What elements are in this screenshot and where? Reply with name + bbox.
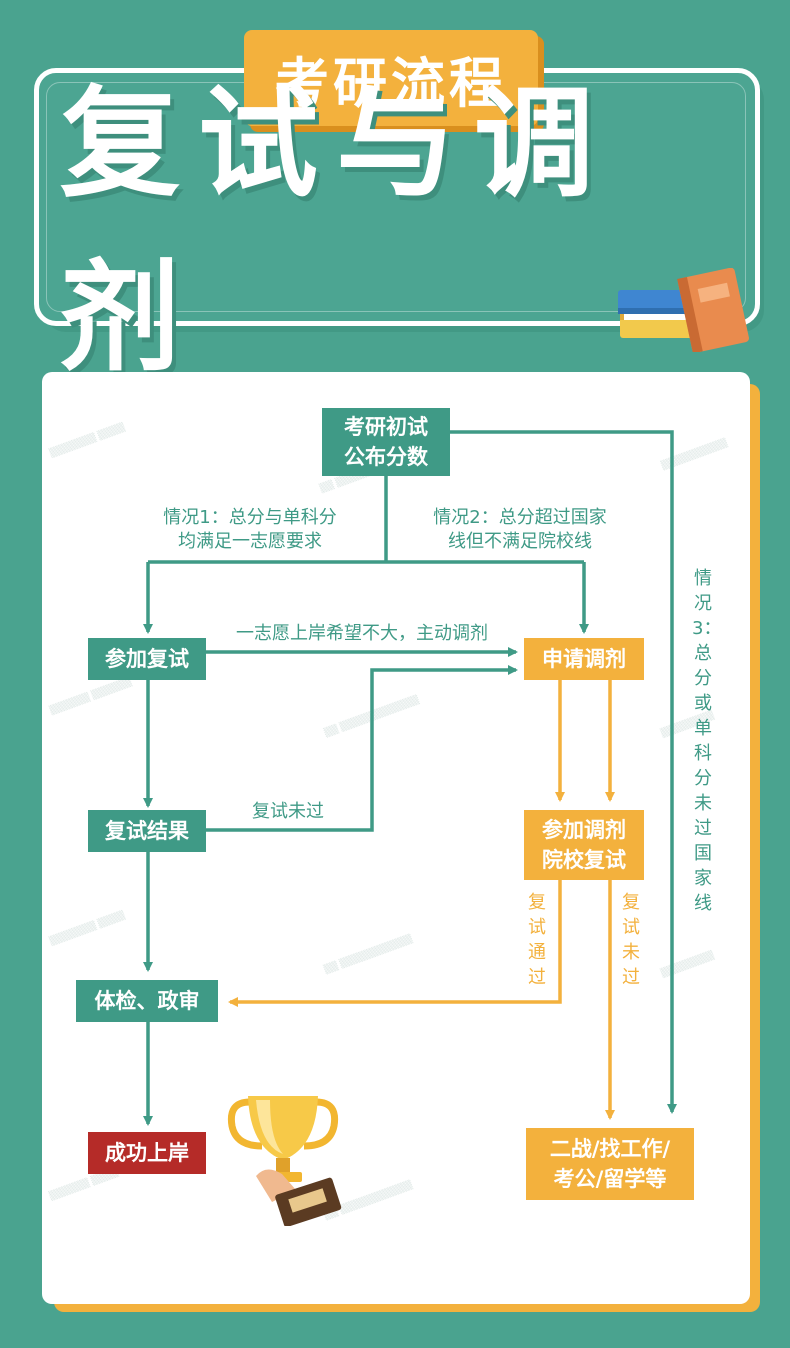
label-case-1: 情况1：总分与单科分 均满足一志愿要求 — [140, 506, 360, 554]
node-retest-result-label: 复试结果 — [105, 819, 189, 843]
label-active-adjust: 一志愿上岸希望不大，主动调剂 — [212, 622, 512, 646]
node-attend-retest: 参加复试 — [88, 638, 206, 680]
label-active-adjust-text: 一志愿上岸希望不大，主动调剂 — [236, 623, 488, 644]
node-fallback: 二战/找工作/ 考公/留学等 — [526, 1128, 694, 1200]
node-fallback-line1: 二战/找工作/ — [549, 1137, 671, 1161]
node-retest-result: 复试结果 — [88, 810, 206, 852]
label-case-1-line2: 均满足一志愿要求 — [178, 531, 322, 552]
node-adjust-retest-line2: 院校复试 — [542, 848, 626, 872]
label-retest-failed-text: 复试未过 — [252, 801, 324, 822]
label-retest-failed: 复试未过 — [236, 800, 340, 824]
label-case-3: 情况3：总分或单科分未过国家线 — [692, 568, 722, 914]
node-success: 成功上岸 — [88, 1132, 206, 1174]
node-apply-adjustment: 申请调剂 — [524, 638, 644, 680]
node-exam-scores: 考研初试 公布分数 — [322, 408, 450, 476]
label-case-2-line1: 情况2：总分超过国家 — [433, 507, 607, 528]
books-icon — [618, 268, 749, 352]
node-attend-retest-label: 参加复试 — [105, 647, 189, 671]
label-case-1-line1: 情况1：总分与单科分 — [163, 507, 337, 528]
label-adjust-passed: 复试通过 — [528, 892, 546, 988]
node-check-label: 体检、政审 — [94, 989, 200, 1013]
node-physical-political-check: 体检、政审 — [76, 980, 218, 1022]
node-success-label: 成功上岸 — [105, 1141, 189, 1165]
label-adjust-failed: 复试未过 — [622, 892, 640, 988]
trophy-icon — [227, 1096, 342, 1226]
node-adjust-retest-line1: 参加调剂 — [542, 818, 626, 842]
label-case-2-line2: 线但不满足院校线 — [448, 531, 592, 552]
node-exam-scores-line1: 考研初试 — [344, 415, 428, 439]
label-case-2: 情况2：总分超过国家 线但不满足院校线 — [410, 506, 630, 554]
node-adjust-retest: 参加调剂 院校复试 — [524, 810, 644, 880]
header-tag: 考研流程 — [244, 30, 538, 126]
node-fallback-line2: 考公/留学等 — [553, 1167, 667, 1191]
node-exam-scores-line2: 公布分数 — [344, 445, 428, 469]
node-apply-adjustment-label: 申请调剂 — [542, 647, 626, 671]
